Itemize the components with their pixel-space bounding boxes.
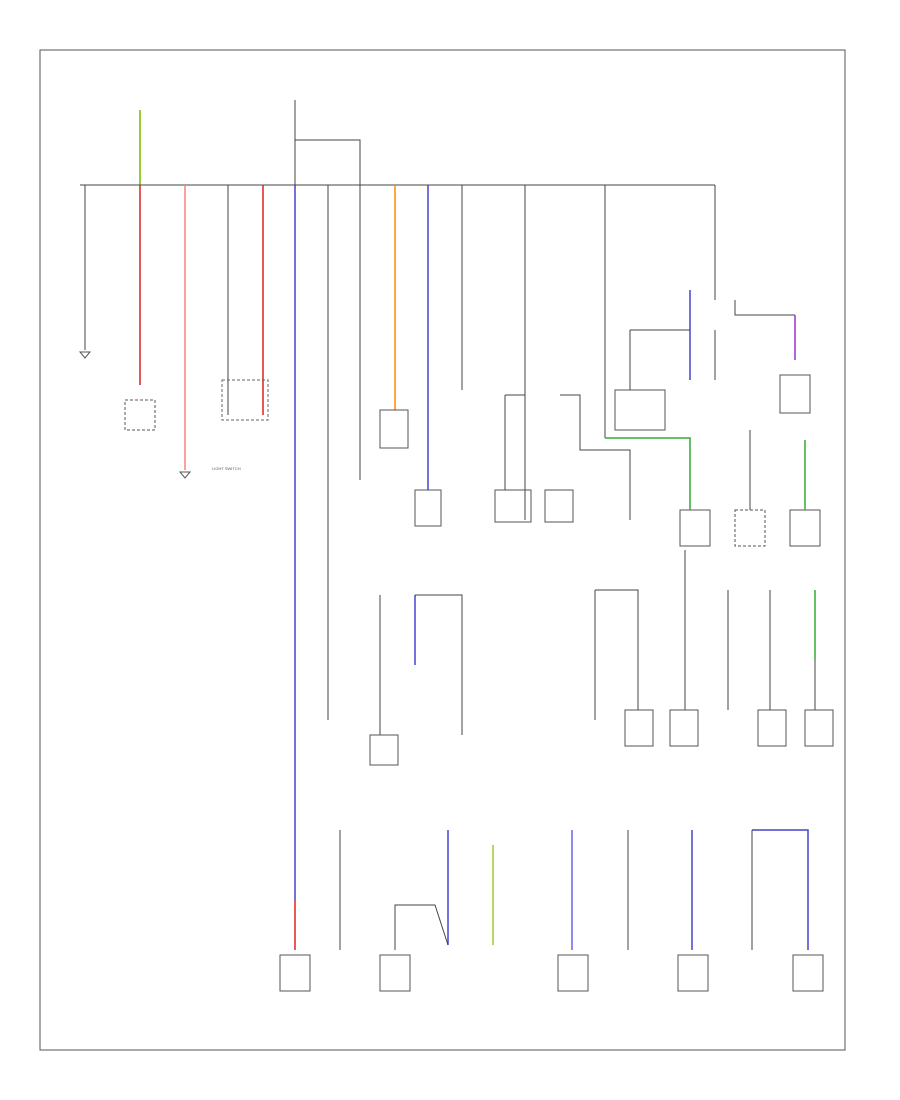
middle-section [369, 550, 834, 766]
diagram-frame [39, 49, 846, 1051]
right-section-wires [504, 290, 806, 520]
components-bottom [279, 954, 824, 992]
bottom-section-wires [339, 829, 809, 950]
branch-wires [84, 185, 716, 950]
components-upper [124, 374, 821, 547]
light-switch-label: LIGHT SWITCH [212, 466, 241, 471]
ground-symbols [78, 351, 192, 479]
feed-wire-branch [295, 139, 361, 185]
light-switch-box [221, 379, 269, 421]
